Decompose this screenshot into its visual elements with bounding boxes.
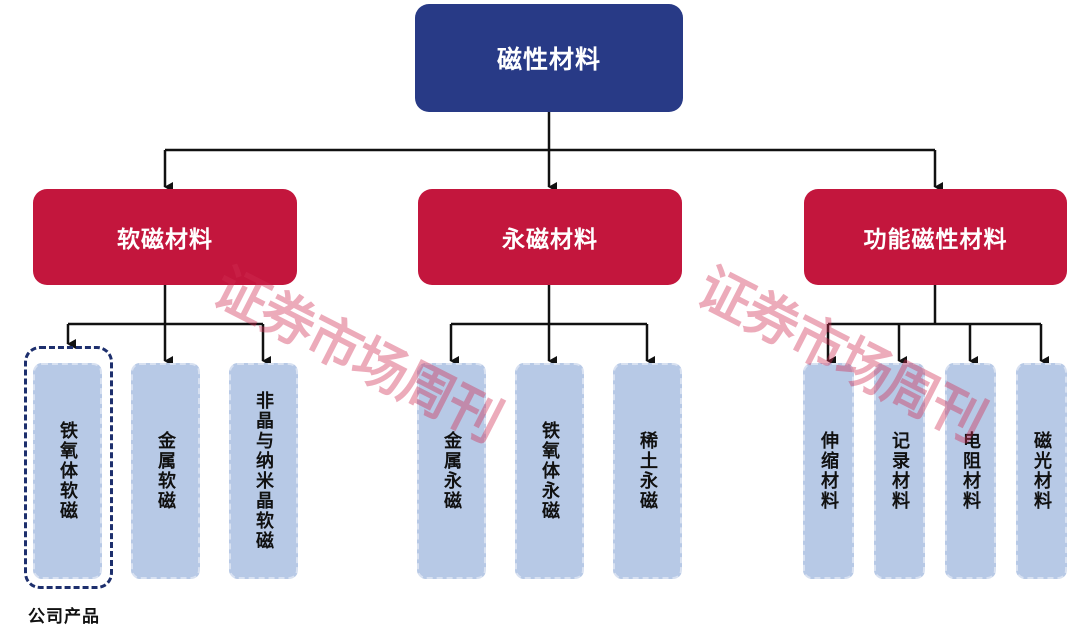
category-soft-magnetic: 软磁材料 [33,189,297,285]
company-product-highlight-frame [24,346,113,589]
root-node: 磁性材料 [415,4,683,112]
category-functional-magnetic: 功能磁性材料 [804,189,1067,285]
leaf-amorphous-nanocrystalline-soft-magnetic: 非晶与纳米晶软磁 [229,363,298,579]
leaf-label: 非晶与纳米晶软磁 [253,391,274,551]
category-permanent-magnetic: 永磁材料 [418,189,682,285]
leaf-ferrite-permanent-magnetic: 铁氧体永磁 [515,363,584,579]
leaf-metal-soft-magnetic: 金属软磁 [131,363,200,579]
leaf-label: 记录材料 [889,431,910,511]
leaf-resistance-material: 电阻材料 [945,363,996,579]
leaf-magnetostrictive-material: 伸缩材料 [803,363,854,579]
company-product-note: 公司产品 [28,607,100,627]
leaf-label: 铁氧体永磁 [539,421,560,521]
leaf-label: 金属永磁 [441,431,462,511]
leaf-label: 稀土永磁 [637,431,658,511]
leaf-label: 伸缩材料 [818,431,839,511]
leaf-ferrite-soft-magnetic: 铁氧体软磁 [33,363,102,579]
leaf-magneto-optical-material: 磁光材料 [1016,363,1067,579]
leaf-metal-permanent-magnetic: 金属永磁 [417,363,486,579]
leaf-rare-earth-permanent-magnetic: 稀土永磁 [613,363,682,579]
leaf-label: 金属软磁 [155,431,176,511]
leaf-recording-material: 记录材料 [874,363,925,579]
leaf-label: 磁光材料 [1031,431,1052,511]
leaf-label: 铁氧体软磁 [57,421,78,521]
leaf-label: 电阻材料 [960,431,981,511]
